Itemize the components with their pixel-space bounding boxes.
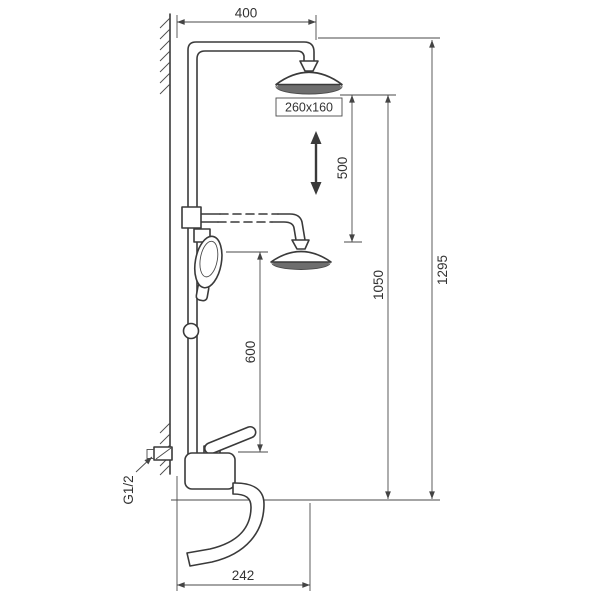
arm-clamp: [181, 206, 202, 229]
dim-1295-label: 1295: [435, 255, 450, 285]
dim-1050-label: 1050: [371, 270, 386, 300]
dim-500: 500: [335, 94, 396, 243]
g12-leader-arrow: [135, 456, 153, 473]
head-ball-joint: [299, 60, 319, 72]
dim-600-label: 600: [243, 341, 258, 364]
dim-500-label: 500: [335, 157, 350, 180]
lower-arm-dashed: [181, 206, 306, 241]
head-size-value: 260x160: [285, 101, 333, 115]
dim-400: 400: [176, 6, 317, 40]
head-size-label: 260x160: [275, 97, 343, 117]
slider-knob: [182, 322, 200, 340]
riser-pipe: [187, 41, 315, 455]
height-adjust-arrow: [310, 131, 322, 195]
wall: [159, 13, 171, 476]
dim-400-label: 400: [235, 6, 258, 21]
dim-242: 242: [176, 476, 311, 591]
hand-shower: [193, 228, 223, 302]
dim-g12-label: G1/2: [121, 475, 136, 504]
dim-1295: 1295: [318, 37, 450, 499]
dim-600: 600: [226, 251, 268, 453]
spout: [186, 482, 265, 567]
dim-g12: G1/2: [121, 456, 153, 505]
dim-242-label: 242: [232, 568, 255, 583]
mixer: [146, 425, 265, 567]
dim-1050: 1050: [371, 95, 391, 499]
rain-shower-head: [275, 60, 343, 95]
lower-shower-head: [270, 239, 332, 270]
mixer-body: [184, 452, 236, 490]
mixer-lever: [204, 425, 257, 455]
wall-hatching-top: [159, 17, 171, 95]
